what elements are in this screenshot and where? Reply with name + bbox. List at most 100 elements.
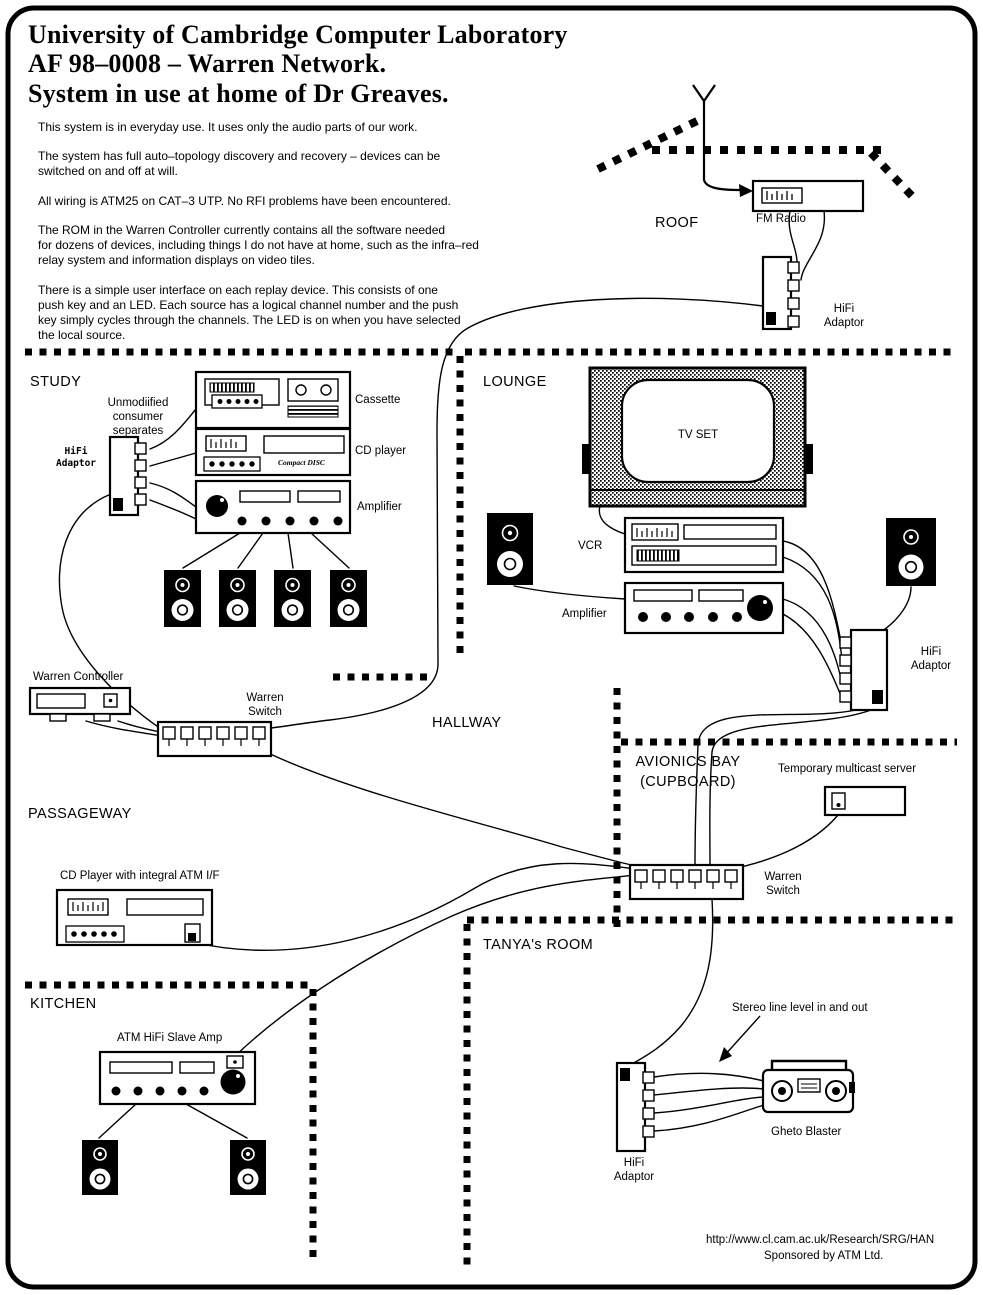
hifi-adaptor-lounge-device (839, 628, 889, 712)
label-warren-switch-study: Warren Switch (246, 692, 284, 718)
wire-amp-speaker-1 (182, 532, 241, 569)
label-cassette: Cassette (355, 394, 401, 406)
wire-tv-vcr (598, 505, 626, 535)
room-label-passageway: PASSAGEWAY (28, 806, 132, 822)
multicast-server-device (823, 785, 907, 817)
speaker-icon (230, 1140, 266, 1195)
warren-controller-device (28, 686, 132, 722)
wire-fmradio-adaptor-1 (788, 210, 798, 263)
label-vcr: VCR (578, 540, 603, 552)
wire-adaptor-cd (149, 452, 197, 467)
page-border (5, 5, 978, 1290)
paragraph-3: All wiring is ATM25 on CAT–3 UTP. No RFI… (38, 194, 451, 209)
paragraph-line: the local source. (38, 327, 126, 342)
room-label-avionics-cupboard: (CUPBOARD) (640, 774, 736, 790)
speaker-icon (164, 570, 201, 627)
wire-tanya-blaster-3 (653, 1096, 765, 1114)
cd-player-device (194, 427, 352, 477)
paragraph-line: for dozens of devices, including things … (38, 237, 479, 252)
antenna-icon (692, 84, 753, 197)
label-cd-player-atm: CD Player with integral ATM I/F (60, 870, 220, 882)
title-line-2: AF 98–0008 – Warren Network. (28, 49, 387, 79)
wire-tanya-blaster-1 (653, 1072, 765, 1082)
wire-loungeamp-adaptor-1 (782, 598, 842, 680)
speaker-icon (82, 1140, 118, 1195)
passage-cd-player-device (55, 888, 214, 947)
stereo-line-arrow (719, 1015, 761, 1062)
lounge-amplifier-device (623, 581, 785, 635)
label-warren-switch-avionics: Warren Switch (764, 871, 802, 897)
title-line-3: System in use at home of Dr Greaves. (28, 78, 449, 108)
paragraph-5: There is a simple user interface on each… (38, 283, 461, 343)
hifi-adaptor-roof-device (761, 255, 800, 331)
hifi-adaptor-study-device (108, 435, 147, 517)
wire-adaptor-amp-2 (149, 499, 197, 520)
room-label-study: STUDY (30, 374, 82, 390)
wire-loungeamp-left-speaker (513, 585, 626, 600)
paragraph-line: switched on and off at will. (38, 163, 178, 178)
warren-switch-study-device (156, 720, 273, 758)
wire-kitchen-to-avionics (234, 868, 670, 1057)
vcr-device (623, 516, 785, 574)
speaker-icon (274, 570, 311, 627)
title-block: University of Cambridge Computer Laborat… (28, 20, 568, 108)
room-label-hallway: HALLWAY (432, 715, 502, 731)
title-line-1: University of Cambridge Computer Laborat… (28, 20, 568, 49)
wire-roof-to-study-switch (262, 297, 764, 730)
label-unmodified-separates: Unmodiified consumer separates (107, 397, 169, 437)
study-amplifier-device (194, 479, 352, 535)
room-boundary-lines (25, 348, 957, 1268)
wire-kitchen-speaker-1 (98, 1103, 137, 1139)
label-hifi-adaptor-roof: HiFi Adaptor (823, 303, 865, 329)
label-cd-player: CD player (355, 445, 407, 457)
room-label-avionics-bay: AVIONICS BAY (635, 754, 741, 770)
warren-switch-avionics-device (628, 863, 745, 901)
paragraph-line: All wiring is ATM25 on CAT–3 UTP. No RFI… (38, 194, 451, 208)
room-label-tanyas-room: TANYA's ROOM (483, 937, 594, 953)
label-multicast-server: Temporary multicast server (778, 763, 917, 775)
wire-loungeamp-adaptor-2 (782, 613, 842, 697)
wire-switch-to-avionics (265, 751, 652, 870)
wire-lounge-adaptor-avionics-1 (694, 709, 857, 867)
wire-tanya-blaster-4 (653, 1104, 765, 1132)
wire-amp-speaker-3 (287, 532, 294, 569)
label-atm-hifi-slave-amp: ATM HiFi Slave Amp (117, 1032, 223, 1044)
tv-set-device (582, 366, 813, 508)
paragraph-line: key simply cycles through the channels. … (38, 312, 461, 327)
paragraph-line: The ROM in the Warren Controller current… (38, 223, 446, 237)
roof-boundary-lines (596, 117, 916, 200)
footer-url: http://www.cl.cam.ac.uk/Research/SRG/HAN (706, 1234, 935, 1246)
label-amplifier-study: Amplifier (357, 501, 402, 513)
wire-multicast-to-avionics (726, 814, 839, 871)
label-compact-disc: Compact DISC (278, 458, 325, 467)
footer-sponsor: Sponsored by ATM Ltd. (764, 1250, 884, 1262)
gheto-blaster-device (761, 1059, 855, 1114)
room-label-roof: ROOF (655, 215, 699, 231)
wire-lounge-adaptor-avionics-2 (709, 709, 872, 867)
paragraph-2: The system has full auto–topology discov… (38, 149, 440, 179)
paragraph-line: The system has full auto–topology discov… (38, 149, 441, 163)
label-warren-controller: Warren Controller (33, 671, 124, 683)
paragraph-line: There is a simple user interface on each… (38, 283, 438, 297)
paragraph-line: push key and an LED. Each source has a l… (38, 297, 459, 312)
speaker-icon (219, 570, 256, 627)
fm-radio-device (751, 179, 865, 213)
kitchen-amp-device (98, 1050, 257, 1106)
wire-tanya-blaster-2 (653, 1087, 765, 1096)
wire-adaptor-amp-1 (149, 482, 197, 508)
cassette-device (194, 370, 352, 430)
label-amplifier-lounge: Amplifier (562, 608, 607, 620)
wire-amp-speaker-2 (237, 532, 264, 569)
label-fm-radio: FM Radio (756, 213, 806, 225)
hifi-adaptor-tanya-device (615, 1061, 655, 1153)
speaker-icon (886, 518, 936, 586)
wire-kitchen-speaker-2 (185, 1103, 248, 1139)
label-stereo-line-level: Stereo line level in and out (732, 1002, 868, 1014)
paragraph-line: This system is in everyday use. It uses … (38, 120, 418, 134)
room-label-kitchen: KITCHEN (30, 996, 97, 1012)
wire-avionics-to-tanya (631, 898, 714, 1065)
label-gheto-blaster: Gheto Blaster (771, 1126, 842, 1138)
label-hifi-adaptor-study: HiFi Adaptor (55, 446, 97, 469)
